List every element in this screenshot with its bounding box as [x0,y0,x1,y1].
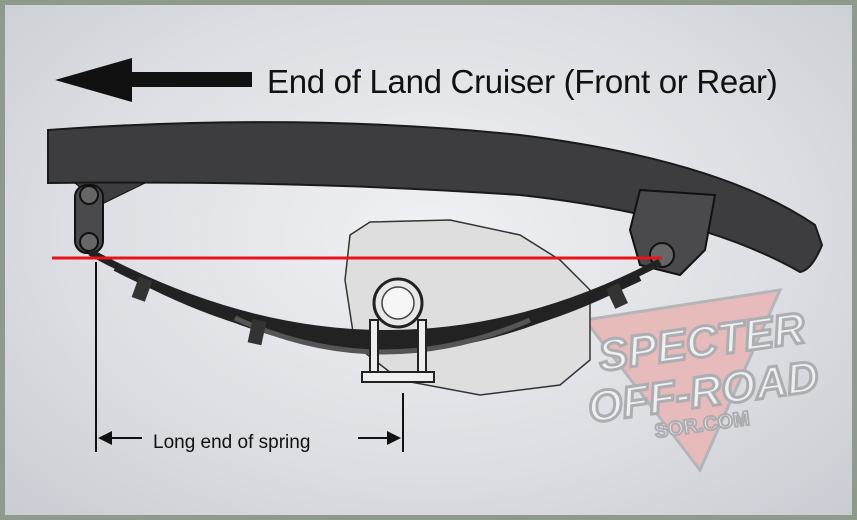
direction-arrow-icon [55,58,252,102]
spring-clip [247,318,267,346]
diagram-title: End of Land Cruiser (Front or Rear) [267,63,778,100]
spring-clip [606,283,628,309]
diagram-canvas: SPECTER OFF-ROAD SOR.COM End of L [5,5,852,515]
specter-off-road-logo: SPECTER OFF-ROAD SOR.COM [582,288,823,473]
dimension-label: Long end of spring [153,432,311,453]
spring-clip [131,276,153,302]
u-bolts [361,319,435,383]
vehicle-frame-rail [47,121,824,274]
leaf-spring-diagram: SPECTER OFF-ROAD SOR.COM [47,58,824,473]
